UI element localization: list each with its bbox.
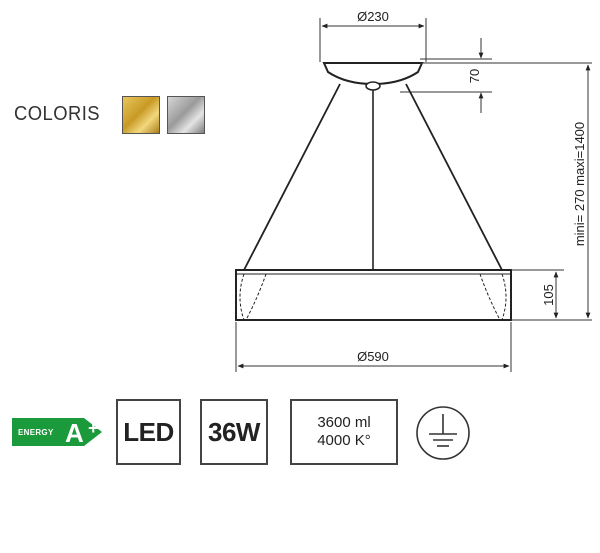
light-source-text: LED: [123, 416, 174, 447]
energy-class-letter: A: [65, 418, 84, 448]
energy-class-plus: +: [88, 418, 99, 438]
total-height-label: mini= 270 maxi=1400: [572, 122, 587, 246]
ceiling-canopy: [322, 62, 424, 91]
gold-color-swatch: [122, 96, 160, 134]
silver-color-swatch: [167, 96, 205, 134]
ring-height-label: 105: [541, 284, 556, 306]
color-temp-text: 4000 K°: [317, 432, 371, 449]
energy-label-text: ENERGY: [18, 428, 54, 437]
ring-diameter-dimension: Ø590: [235, 322, 512, 372]
top-diameter-label: Ø230: [357, 9, 389, 24]
ring-height-dimension: 105: [511, 269, 592, 321]
lumens-temp-box: 3600 ml 4000 K°: [290, 399, 398, 465]
coloris-label: COLORIS: [14, 103, 101, 125]
lumens-text: 3600 ml: [317, 414, 371, 431]
top-diameter-dimension: Ø230: [319, 9, 427, 62]
light-source-box: LED: [116, 399, 181, 465]
total-height-dimension: mini= 270 maxi=1400: [420, 62, 592, 319]
suspension-cables: [243, 83, 503, 271]
power-text: 36W: [208, 416, 260, 447]
canopy-height-dimension: 70: [400, 38, 492, 113]
lamp-ring: [235, 269, 512, 321]
earth-ground-icon: [416, 406, 470, 460]
energy-arrow-shape: [12, 418, 102, 446]
power-box: 36W: [200, 399, 268, 465]
energy-class-badge: ENERGY A +: [12, 414, 105, 450]
canopy-height-label: 70: [467, 69, 482, 83]
ring-diameter-label: Ø590: [357, 349, 389, 364]
